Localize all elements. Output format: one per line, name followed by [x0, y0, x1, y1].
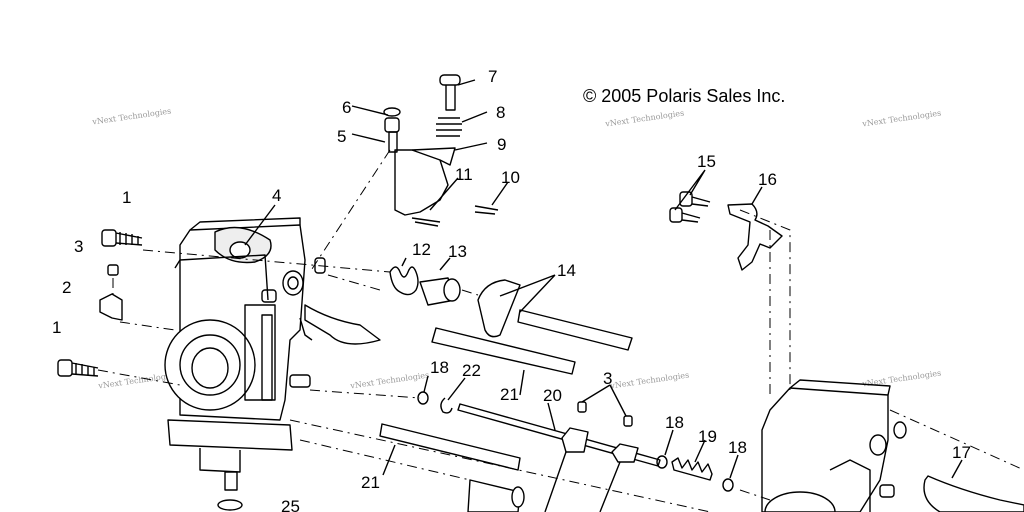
callout-label: 18 — [665, 413, 684, 432]
callout-label: 19 — [698, 427, 717, 446]
copyright-notice: © 2005 Polaris Sales Inc. — [583, 86, 786, 106]
bracket-16 — [727, 203, 783, 271]
callout-label: 2 — [62, 278, 71, 297]
bushing-13 — [419, 277, 461, 306]
screw-3 — [107, 264, 119, 276]
callout-label: 17 — [952, 443, 971, 462]
hose-17 — [923, 475, 1024, 512]
clip-22 — [440, 397, 453, 414]
callout-label: 18 — [728, 438, 747, 457]
callout-label: 14 — [557, 261, 576, 280]
callout-label: 22 — [462, 361, 481, 380]
lever-left — [561, 427, 589, 453]
assembly-lines — [97, 149, 1024, 512]
callout-labels: 1 1 2 3 3 4 5 6 7 8 9 10 11 12 13 14 15 … — [52, 67, 971, 512]
callout-label: 12 — [412, 240, 431, 259]
callout-label: 4 — [272, 186, 281, 205]
screw-1-upper — [101, 229, 143, 247]
callout-label: 13 — [448, 242, 467, 261]
tube-21-upper — [431, 327, 576, 375]
lever-right — [611, 443, 639, 463]
rod-14 — [517, 309, 633, 351]
spring-19 — [671, 457, 713, 481]
callout-label: 11 — [455, 165, 473, 184]
bracket-assembly — [383, 74, 499, 227]
callout-label: 9 — [497, 135, 506, 154]
spring-12 — [389, 266, 419, 296]
callout-label: 25 — [281, 497, 300, 512]
callout-label: 1 — [52, 318, 61, 337]
callout-label: 1 — [122, 188, 131, 207]
callout-label: 8 — [496, 103, 505, 122]
callout-label: 21 — [500, 385, 519, 404]
callout-label: 10 — [501, 168, 520, 187]
callout-label: 3 — [74, 237, 83, 256]
left-carburetor — [164, 217, 326, 511]
screw-1-lower — [57, 359, 99, 377]
callout-label: 5 — [337, 127, 346, 146]
callout-label: 20 — [543, 386, 562, 405]
callout-label: 21 — [361, 473, 380, 492]
bracket-2 — [99, 293, 123, 321]
callout-label: 15 — [697, 152, 716, 171]
arm-14 — [477, 279, 521, 338]
hose — [304, 304, 381, 345]
callout-label: 6 — [342, 98, 351, 117]
callout-label: 18 — [430, 358, 449, 377]
callout-label: 7 — [488, 67, 497, 86]
tube-21-lower — [379, 423, 521, 471]
washer-18 — [417, 391, 429, 405]
callout-label: 3 — [603, 369, 612, 388]
right-carburetor — [761, 379, 907, 512]
callout-label: 16 — [758, 170, 777, 189]
